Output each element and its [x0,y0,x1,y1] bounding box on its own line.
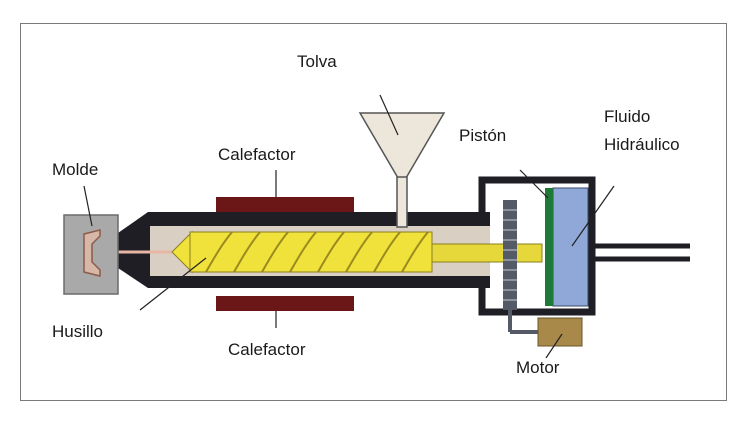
gear-teeth [503,209,517,301]
label-fluido-line1: Fluido [604,107,651,126]
hydraulic-fluid [552,187,589,307]
hopper [358,112,446,179]
leader-tolva [379,94,399,136]
heater-top [216,197,354,212]
heater-bottom [216,296,354,311]
motor [537,317,583,347]
leader-fluido [571,185,615,247]
leader-piston [519,169,549,199]
label-fluido-line2: Hidráulico [604,135,680,154]
leader-lines [83,94,615,359]
screw-flights [205,231,429,273]
label-piston: Pistón [459,126,507,145]
piston-plate [545,188,553,306]
label-molde: Molde [52,160,99,179]
mold-cavity [83,229,101,277]
leader-molde [83,185,93,227]
diagram-frame [20,23,727,401]
gear-rack [503,200,517,310]
hopper-neck [396,176,408,228]
label-motor: Motor [516,358,560,377]
leader-motor [545,333,563,359]
label-calefactor-bottom: Calefactor [228,340,306,359]
label-husillo: Husillo [52,322,104,341]
screw-shaft [429,243,543,263]
label-tolva: Tolva [297,52,337,71]
label-calefactor-top: Calefactor [218,145,296,164]
leader-husillo [139,257,207,311]
